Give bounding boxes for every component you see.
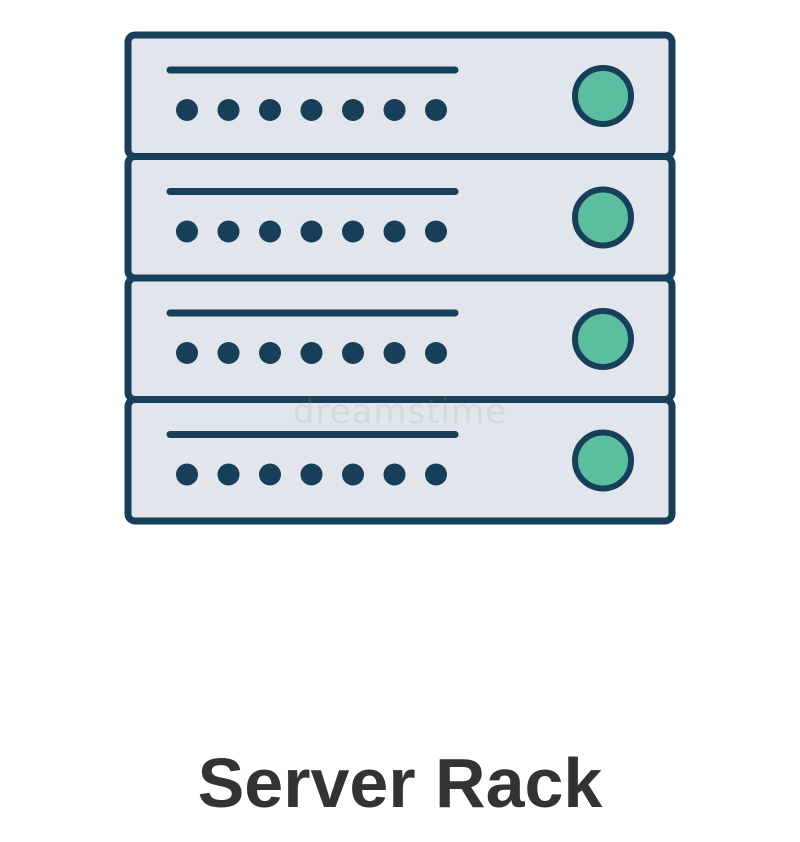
status-light-icon	[572, 65, 634, 127]
indicator-dot-icon	[425, 463, 447, 486]
server-unit-1	[124, 31, 676, 160]
indicator-dot-icon	[342, 99, 364, 121]
indicator-dot-icon	[176, 342, 198, 364]
indicator-dot-icon	[259, 342, 281, 364]
server-unit-2	[124, 153, 676, 282]
indicator-dot-icon	[176, 220, 198, 243]
status-light-icon	[572, 308, 634, 370]
indicator-dot-icon	[383, 342, 406, 364]
indicator-dot-icon	[217, 342, 240, 364]
indicator-dot-icon	[383, 463, 406, 486]
indicator-dot-icon	[176, 99, 198, 121]
indicator-dot-icon	[425, 220, 447, 243]
indicator-dot-icon	[217, 99, 240, 121]
indicator-dot-icon	[300, 99, 323, 121]
indicator-dot-icon	[259, 463, 281, 486]
indicator-dot-icon	[259, 99, 281, 121]
indicator-dot-icon	[342, 463, 364, 486]
status-light-icon	[572, 186, 634, 249]
indicator-dot-icon	[425, 99, 447, 121]
indicator-dot-icon	[383, 220, 406, 243]
indicator-dot-icon	[383, 99, 406, 121]
indicator-dot-icon	[300, 463, 323, 486]
indicator-dot-icon	[176, 463, 198, 486]
indicator-dot-icon	[259, 220, 281, 243]
caption-title: Server Rack	[197, 744, 603, 822]
server-unit-3	[124, 274, 676, 403]
server-rack-illustration	[124, 31, 676, 525]
indicator-dot-icon	[342, 342, 364, 364]
server-unit-panel	[124, 396, 676, 525]
indicator-dot-icon	[300, 220, 323, 243]
server-unit-4	[124, 396, 676, 525]
status-light-icon	[572, 429, 634, 492]
indicator-dot-icon	[342, 220, 364, 243]
indicator-dot-icon	[217, 463, 240, 486]
indicator-dot-icon	[300, 342, 323, 364]
indicator-dot-icon	[425, 342, 447, 364]
indicator-dot-icon	[217, 220, 240, 243]
